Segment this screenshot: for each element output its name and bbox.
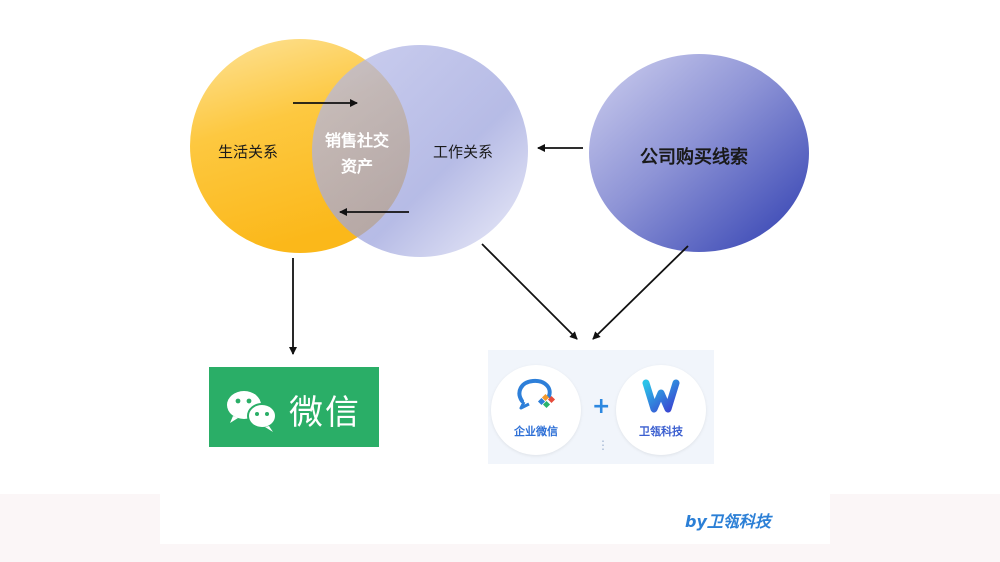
company-leads-label: 公司购买线索 <box>640 147 748 168</box>
wecom-badge: 企业微信 <box>491 365 581 455</box>
wechat-text: 微信 <box>289 393 361 433</box>
work-circle <box>312 45 528 257</box>
wechat-logo: 微信 <box>209 367 379 447</box>
weiling-w-icon <box>642 379 680 413</box>
plus-icon: + <box>592 394 611 419</box>
wecom-icon <box>517 378 556 410</box>
arrow-work-to-partners <box>481 243 578 340</box>
arrow-company-to-partners <box>592 245 689 340</box>
sales-social-asset-label: 销售社交资产 <box>324 131 389 176</box>
work-relationship-label: 工作关系 <box>433 143 494 161</box>
more-dots-icon: ⋮ <box>597 438 609 452</box>
weiling-badge: 卫瓴科技 <box>616 365 706 455</box>
company-circle <box>589 54 809 252</box>
credit-text: by卫瓴科技 <box>685 512 771 531</box>
life-relationship-label: 生活关系 <box>218 143 279 161</box>
weiling-name: 卫瓴科技 <box>639 425 683 438</box>
wechat-bubbles-icon <box>227 391 277 432</box>
wecom-name: 企业微信 <box>514 425 558 438</box>
bottom-band-inner <box>160 494 830 544</box>
partner-panel: 企业微信 + ⋮ 卫瓴科技 <box>488 350 714 464</box>
